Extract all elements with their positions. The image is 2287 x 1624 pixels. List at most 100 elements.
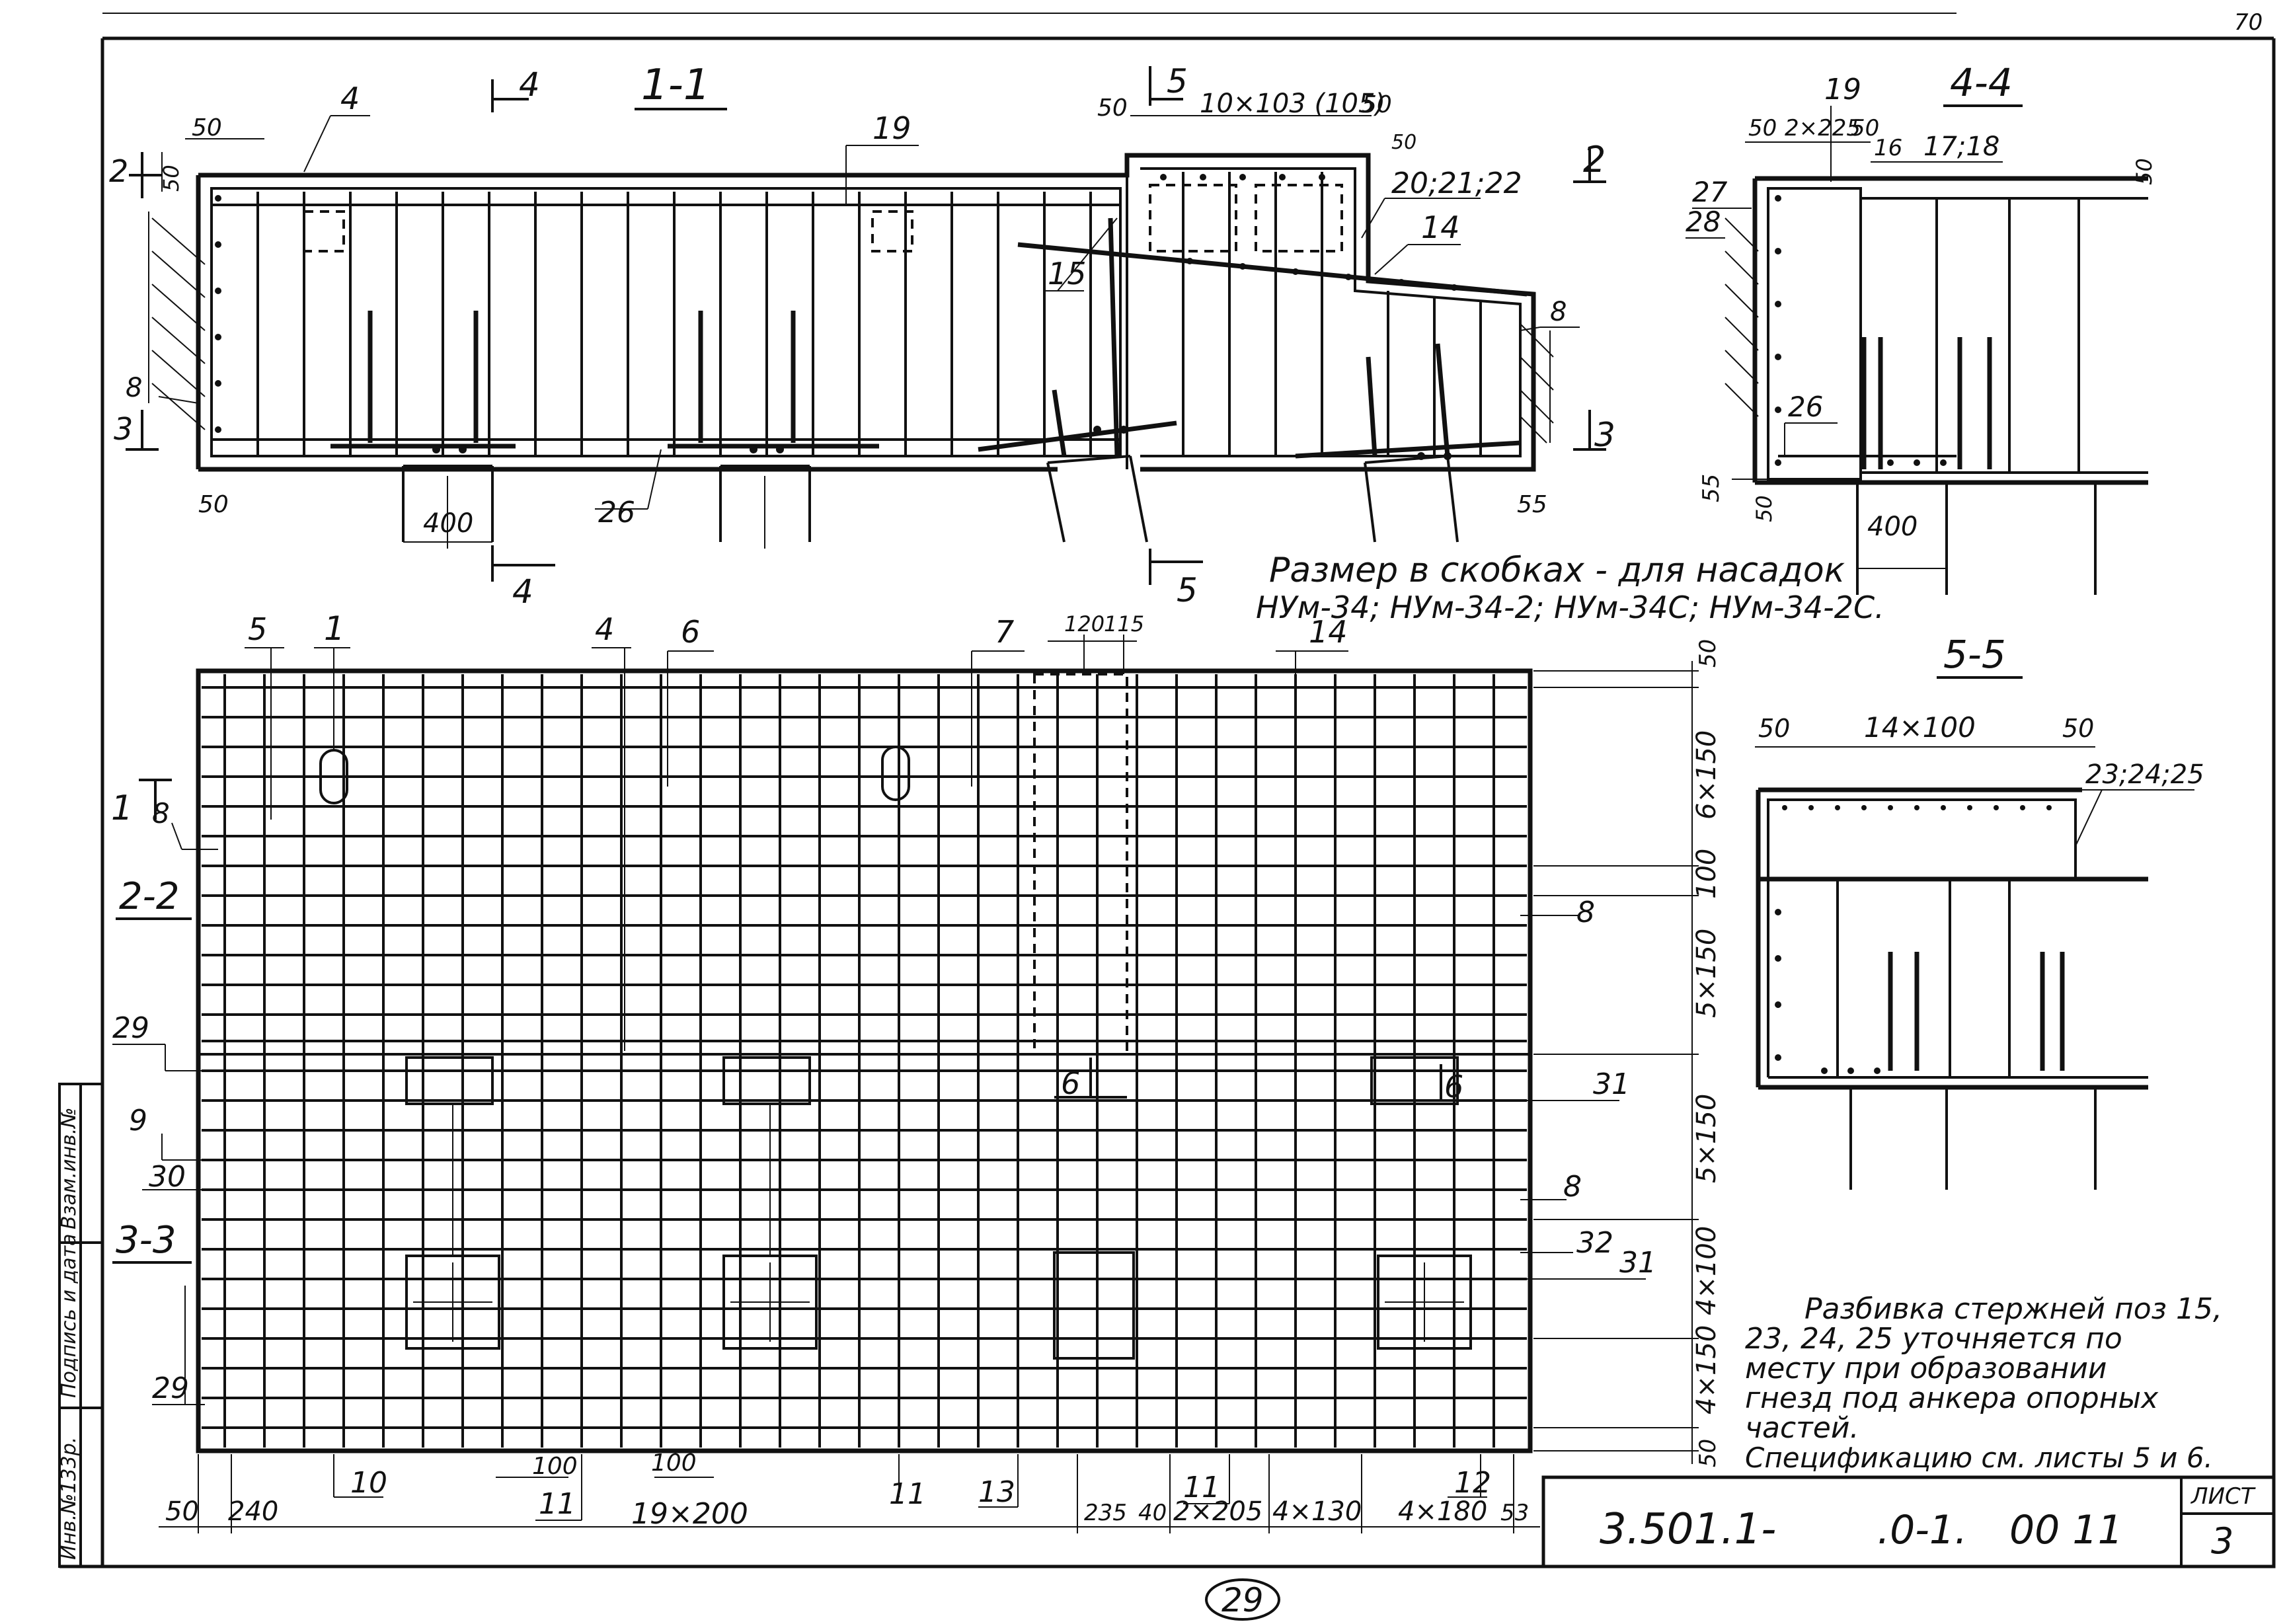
section-1-1-title: 1-1 bbox=[641, 61, 711, 110]
dim-4-4-2x225: 2×225 bbox=[1785, 115, 1861, 141]
section-5-5-title: 5-5 bbox=[1943, 632, 2006, 677]
cut-label-1: 1 bbox=[111, 789, 133, 828]
dim-plan-50-bottom: 50 bbox=[1695, 1439, 1721, 1467]
plan-bottom-dimensions: 50 240 19×200 235 40 2×205 4×130 4×180 5… bbox=[159, 1450, 1540, 1533]
cut-label-3-left: 3 bbox=[114, 411, 133, 447]
pos-plan-6: 6 bbox=[681, 614, 700, 650]
pos-plan-31-a: 31 bbox=[1593, 1067, 1630, 1101]
dim-4-4-55: 55 bbox=[1698, 474, 1725, 502]
section-1-1-stirrups bbox=[256, 172, 1482, 456]
list-number: 3 bbox=[2211, 1520, 2233, 1562]
cut-mark-2-left: 2 bbox=[109, 152, 162, 198]
dim-1-1-10x103: 10×103 (105) bbox=[1200, 89, 1385, 119]
bracket-note-line-2: НУм-34; НУм-34-2; НУм-34С; НУм-34-2С. bbox=[1256, 590, 1884, 625]
plan-right-dimensions: 50 6×150 100 5×150 5×150 4×100 4×150 50 bbox=[1533, 639, 1722, 1467]
note-split-3: месту при образовании bbox=[1745, 1352, 2107, 1385]
cut-label-4-top: 4 bbox=[519, 65, 540, 104]
section-4-4: 4-4 50 2×225 bbox=[1686, 60, 2157, 595]
pos-plan-11-b: 11 bbox=[889, 1477, 926, 1511]
dim-plan-100: 100 bbox=[1691, 849, 1722, 899]
dim-5-5-14x100: 14×100 bbox=[1864, 711, 1976, 744]
dim-4-4-400: 400 bbox=[1867, 512, 1918, 542]
cut-mark-5-bottom: 5 bbox=[1149, 549, 1203, 609]
cut-mark-3-right: 3 bbox=[1573, 410, 1615, 454]
note-split-2: 23, 24, 25 уточняется по bbox=[1745, 1322, 2122, 1356]
dim-plan-bottom-50: 50 bbox=[165, 1496, 199, 1527]
plan-view: 2-2 3-3 1 6 6 50 bbox=[111, 609, 1722, 1533]
cut-mark-5-top: 5 bbox=[1149, 62, 1188, 106]
section-5-5-dots bbox=[1775, 805, 2052, 1074]
cut-mark-6-left: 6 bbox=[1054, 1058, 1127, 1101]
dim-plan-bottom-19x200: 19×200 bbox=[631, 1497, 748, 1531]
note-split-1: Разбивка стержней поз 15, bbox=[1804, 1292, 2222, 1326]
pos-plan-10: 10 bbox=[350, 1466, 387, 1500]
dim-plan-bottom-235: 235 bbox=[1084, 1500, 1127, 1526]
pos-plan-11-c: 11 bbox=[1183, 1471, 1220, 1504]
title-block: 3.501.1- .0-1. 00 11 ЛИСТ 3 bbox=[1541, 1475, 2276, 1568]
dim-1-1-50-top: 50 bbox=[192, 114, 222, 141]
pos-plan-4: 4 bbox=[595, 611, 614, 647]
pos-1-1-19: 19 bbox=[872, 110, 911, 146]
list-label: ЛИСТ bbox=[2190, 1483, 2256, 1510]
pos-1-1-8-left: 8 bbox=[126, 373, 142, 403]
dim-plan-4x150: 4×150 bbox=[1691, 1325, 1722, 1414]
pos-4-4-17-18: 17;18 bbox=[1923, 132, 1999, 162]
dim-5-5-50-b: 50 bbox=[2062, 714, 2094, 743]
dim-1-1-50-bottom: 50 bbox=[198, 491, 229, 518]
pos-4-4-16: 16 bbox=[1874, 135, 1902, 161]
pos-1-1-20-21-22: 20;21;22 bbox=[1391, 167, 1522, 200]
dim-plan-bottom-4x180: 4×180 bbox=[1398, 1496, 1487, 1527]
pos-plan-8-b: 8 bbox=[1576, 896, 1595, 929]
cut-mark-4-top: 4 bbox=[491, 65, 540, 112]
cut-mark-4-bottom: 4 bbox=[491, 545, 555, 611]
cut-mark-6-right: 6 bbox=[1440, 1064, 1463, 1104]
section-4-4-title: 4-4 bbox=[1950, 60, 2013, 105]
pos-plan-14: 14 bbox=[1309, 614, 1348, 650]
section-1-1: 1-1 bbox=[109, 61, 1615, 611]
side-stamp-field-1: Инв.№133р. bbox=[58, 1437, 81, 1560]
bracket-note: Размер в скобках - для насадок НУм-34; Н… bbox=[1256, 551, 1884, 625]
plan-section-3-3: 3-3 bbox=[116, 1219, 176, 1262]
pos-plan-30: 30 bbox=[149, 1160, 186, 1194]
pos-plan-12: 12 bbox=[1454, 1466, 1491, 1500]
plan-grid-verticals bbox=[223, 674, 1495, 1448]
general-notes: Разбивка стержней поз 15, 23, 24, 25 уто… bbox=[1745, 1292, 2222, 1474]
pos-4-4-19: 19 bbox=[1824, 73, 1861, 106]
dim-plan-bottom-53: 53 bbox=[1500, 1500, 1529, 1526]
pos-plan-32: 32 bbox=[1576, 1226, 1613, 1260]
dim-plan-bottom-4x130: 4×130 bbox=[1272, 1496, 1362, 1527]
cut-label-2-right: 2 bbox=[1583, 139, 1606, 180]
pos-4-4-28: 28 bbox=[1686, 206, 1721, 238]
pos-plan-7: 7 bbox=[995, 614, 1014, 650]
pos-4-4-26: 26 bbox=[1788, 391, 1823, 423]
dim-1-1-50-b: 50 bbox=[1362, 91, 1392, 118]
dim-1-1-50-r: 50 bbox=[1391, 131, 1416, 154]
cut-mark-3-left: 3 bbox=[114, 410, 159, 451]
dim-plan-120: 120 bbox=[1064, 611, 1105, 637]
section-1-1-bearing-pads bbox=[402, 455, 1459, 549]
dim-1-1-50-a: 50 bbox=[1097, 95, 1128, 122]
pos-plan-5: 5 bbox=[248, 611, 267, 647]
cut-label-5-top: 5 bbox=[1167, 62, 1188, 100]
cut-label-4-bottom: 4 bbox=[512, 572, 533, 611]
dim-plan-bottom-240: 240 bbox=[228, 1496, 278, 1527]
cut-label-3-right: 3 bbox=[1594, 416, 1615, 454]
cut-mark-2-right: 2 bbox=[1573, 139, 1606, 183]
dim-plan-4x100: 4×100 bbox=[1691, 1226, 1722, 1315]
dim-4-4-50-b: 50 bbox=[1851, 115, 1879, 141]
cut-label-5-bottom: 5 bbox=[1177, 571, 1198, 609]
dim-plan-bottom-100-a: 100 bbox=[532, 1453, 578, 1480]
side-stamp: Взам.инв.№ Подпись и дата Инв.№133р. bbox=[58, 1083, 104, 1568]
bracket-note-line-1: Размер в скобках - для насадок bbox=[1269, 551, 1845, 590]
note-split-5: частей. bbox=[1745, 1411, 1859, 1445]
side-stamp-field-2: Подпись и дата bbox=[58, 1234, 81, 1399]
pos-1-1-26: 26 bbox=[598, 496, 635, 529]
plan-section-2-2: 2-2 bbox=[119, 875, 179, 918]
dim-plan-5x150-a: 5×150 bbox=[1691, 929, 1722, 1018]
cut-mark-1: 1 bbox=[111, 779, 172, 828]
cut-label-2-left: 2 bbox=[109, 153, 128, 189]
dim-4-4-50-a: 50 bbox=[1748, 115, 1777, 141]
stamp-number: 29 bbox=[1205, 1578, 1280, 1621]
dim-4-4-50-right: 50 bbox=[2132, 158, 2157, 185]
